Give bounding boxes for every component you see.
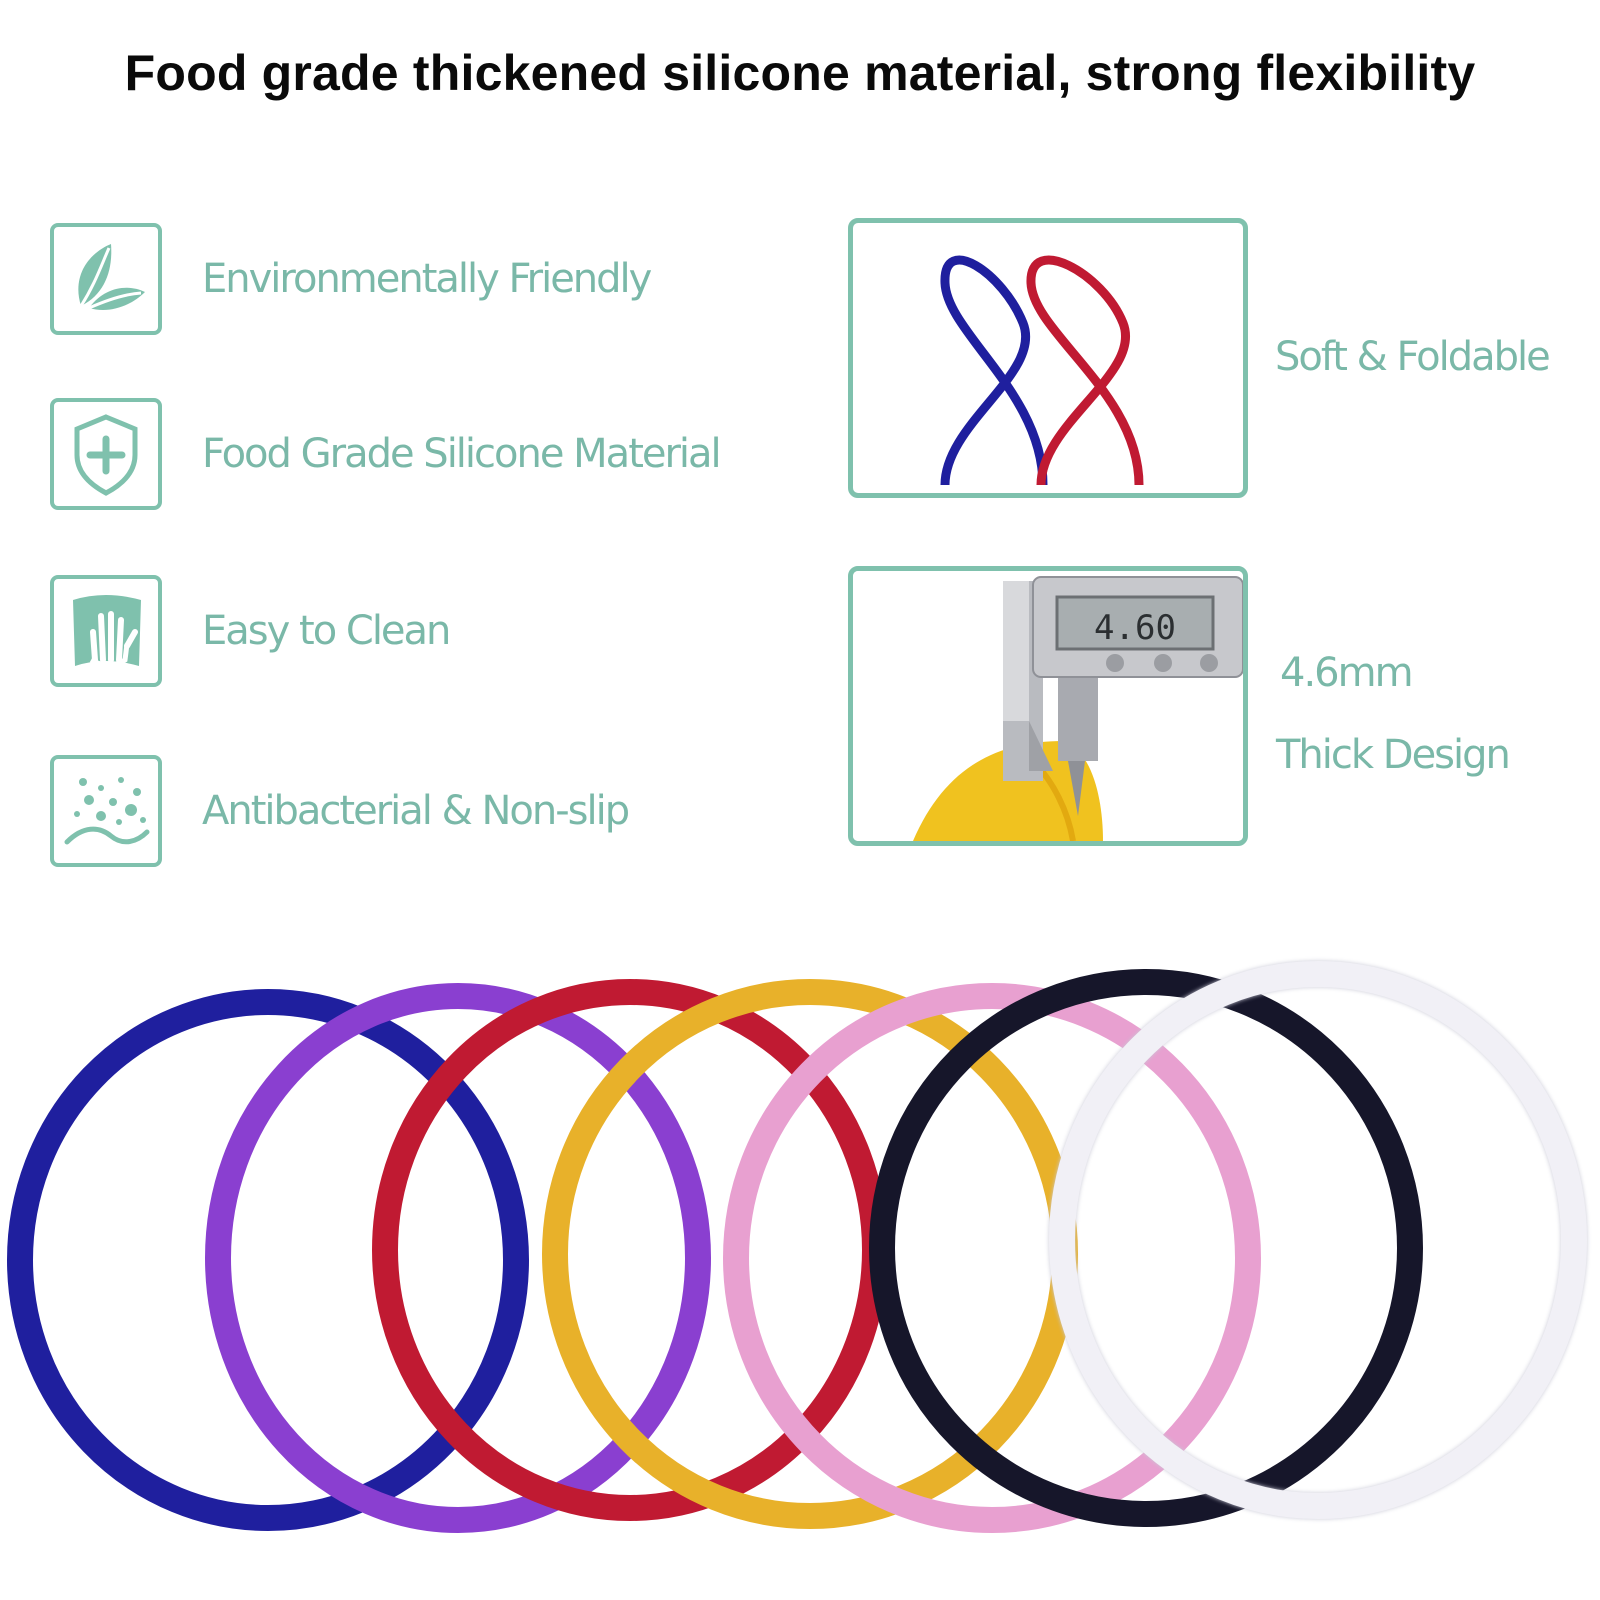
silicone-ring xyxy=(723,983,1261,1533)
feature-label: Antibacterial & Non-slip xyxy=(202,788,630,834)
twisted-rings-image xyxy=(940,255,1144,486)
silicone-ring xyxy=(1049,961,1587,1519)
caliper-reading: 4.60 xyxy=(1094,608,1176,648)
leaf-icon xyxy=(50,223,162,335)
thickness-photo: 4.60 xyxy=(848,566,1248,846)
caliper-image: 4.60 xyxy=(853,571,1243,841)
shield-plus-icon xyxy=(50,398,162,510)
thick-design-label: Thick Design xyxy=(1276,732,1511,778)
feature-label: Environmentally Friendly xyxy=(202,256,652,302)
hand-wipe-icon xyxy=(50,575,162,687)
feature-food-grade: Food Grade Silicone Material xyxy=(50,395,722,513)
particles-icon xyxy=(50,755,162,867)
feature-label: Easy to Clean xyxy=(202,608,451,654)
silicone-ring xyxy=(7,989,529,1531)
foldable-photo xyxy=(848,218,1248,498)
thickness-label: 4.6mm xyxy=(1280,650,1414,696)
silicone-ring xyxy=(205,983,711,1533)
silicone-rings-image xyxy=(7,961,1587,1533)
foldable-label: Soft & Foldable xyxy=(1275,334,1551,380)
feature-easy-clean: Easy to Clean xyxy=(50,572,451,690)
feature-antibacterial: Antibacterial & Non-slip xyxy=(50,752,630,870)
feature-label: Food Grade Silicone Material xyxy=(202,431,722,477)
silicone-ring xyxy=(869,969,1423,1527)
headline: Food grade thickened silicone material, … xyxy=(124,45,1476,101)
feature-eco: Environmentally Friendly xyxy=(50,220,652,338)
